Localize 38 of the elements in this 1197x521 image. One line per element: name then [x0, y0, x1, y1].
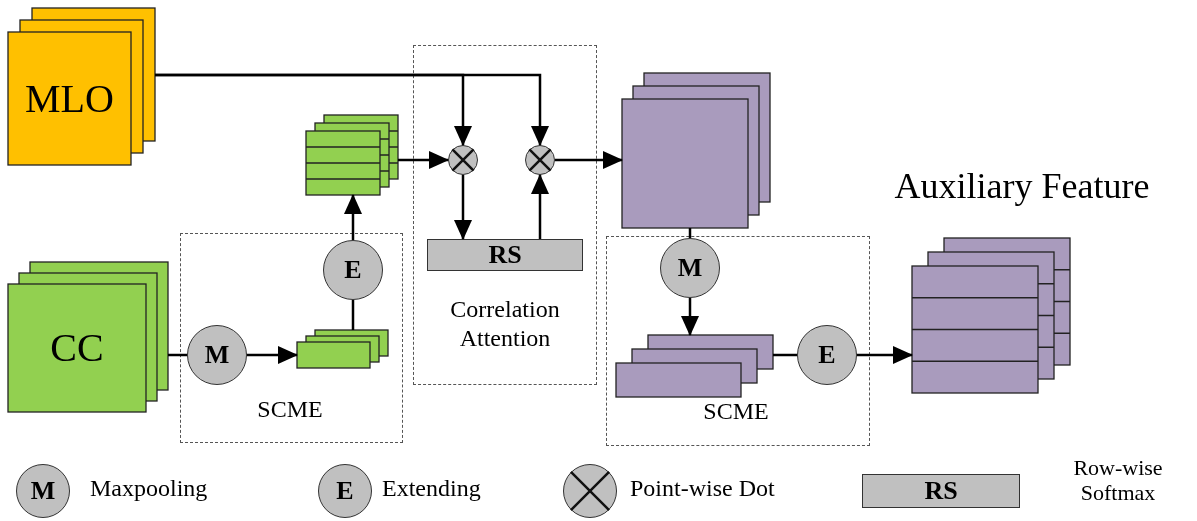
legend-text: Maxpooling — [90, 474, 209, 503]
arrow — [454, 175, 472, 240]
module-label: SCME — [702, 397, 770, 426]
arrow — [681, 298, 699, 336]
multiply-circle — [525, 145, 555, 175]
module-frame — [413, 45, 597, 385]
feature-map-stack — [616, 335, 773, 397]
legend-softmax-bar: RS — [862, 474, 1020, 508]
feature-map-stack — [306, 115, 398, 195]
arrow — [247, 346, 298, 364]
operation-circle: E — [323, 240, 383, 300]
module-label: SCME — [256, 395, 324, 424]
arrow — [857, 346, 913, 364]
arrow — [555, 151, 623, 169]
arrow — [398, 151, 449, 169]
legend-text: Extending — [382, 474, 482, 503]
legend-text: Point-wise Dot — [630, 474, 776, 503]
node-label: MLO — [24, 74, 115, 123]
arrow — [531, 174, 549, 239]
module-frame — [606, 236, 870, 446]
arrow — [155, 73, 549, 146]
feature-map-stack — [8, 8, 155, 165]
arrow — [344, 194, 362, 240]
operation-circle: M — [187, 325, 247, 385]
softmax-bar: RS — [427, 239, 583, 271]
module-frame — [180, 233, 403, 443]
feature-map-stack — [8, 262, 168, 412]
caption-text: Auxiliary Feature — [893, 165, 1151, 208]
multiply-circle — [448, 145, 478, 175]
node-label: CC — [49, 324, 105, 372]
legend-operation-circle: E — [318, 464, 372, 518]
feature-map-stack — [297, 330, 388, 368]
legend-operation-circle: M — [16, 464, 70, 518]
legend-text: Row-wise Softmax — [1072, 455, 1164, 506]
operation-circle: M — [660, 238, 720, 298]
operation-circle: E — [797, 325, 857, 385]
module-label: Correlation Attention — [449, 295, 561, 353]
feature-map-stack — [622, 73, 770, 228]
